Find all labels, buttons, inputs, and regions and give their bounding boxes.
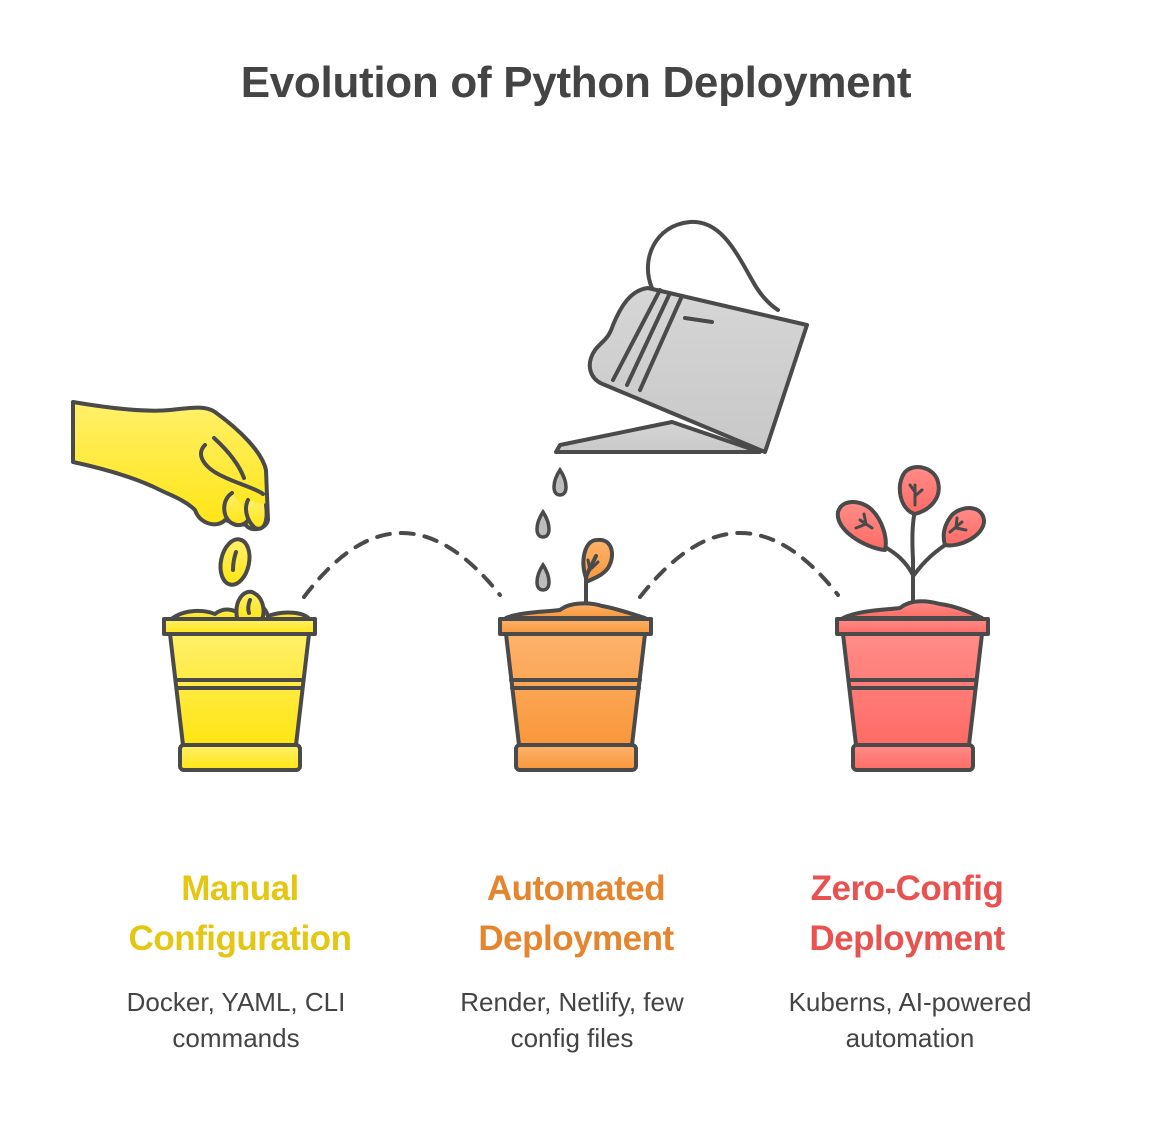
stage-1-desc-line1: Docker, YAML, CLI bbox=[126, 987, 346, 1017]
stage-2-desc-line2: config files bbox=[510, 1023, 634, 1053]
stage-2-desc-line1: Render, Netlify, few bbox=[460, 987, 684, 1017]
watering-can-icon bbox=[554, 219, 809, 454]
stage-3-title-line1: Zero-Config bbox=[810, 869, 1004, 908]
stage-3-title: Zero-Config Deployment bbox=[757, 864, 1057, 964]
stage-1-desc-line2: commands bbox=[172, 1023, 300, 1053]
stage-3-desc-line1: Kuberns, AI-powered bbox=[788, 987, 1032, 1017]
stage-1-title: Manual Configuration bbox=[90, 864, 390, 964]
stage-1-title-line1: Manual bbox=[181, 869, 299, 908]
yellow-pot-icon bbox=[162, 589, 317, 772]
stage-3-desc-line2: automation bbox=[845, 1023, 975, 1053]
water-drops-icon bbox=[535, 466, 568, 592]
stage-1-title-line2: Configuration bbox=[128, 919, 352, 958]
stage-1-description: Docker, YAML, CLI commands bbox=[86, 984, 386, 1056]
stage-2-title-line1: Automated bbox=[486, 869, 666, 908]
stage-2-title-line2: Deployment bbox=[478, 919, 674, 958]
seed-icon bbox=[218, 537, 252, 587]
hand-icon bbox=[71, 400, 270, 532]
plant-icon bbox=[835, 465, 986, 607]
orange-pot-icon bbox=[498, 537, 653, 772]
stage-2-title: Automated Deployment bbox=[426, 864, 726, 964]
connector-arc-2 bbox=[638, 531, 840, 599]
connector-arc-1 bbox=[302, 531, 502, 599]
stage-3-title-line2: Deployment bbox=[809, 919, 1005, 958]
stage-2-description: Render, Netlify, few config files bbox=[422, 984, 722, 1056]
red-pot-icon bbox=[835, 599, 990, 772]
stage-3-description: Kuberns, AI-powered automation bbox=[760, 984, 1060, 1056]
page-title: Evolution of Python Deployment bbox=[240, 58, 912, 107]
